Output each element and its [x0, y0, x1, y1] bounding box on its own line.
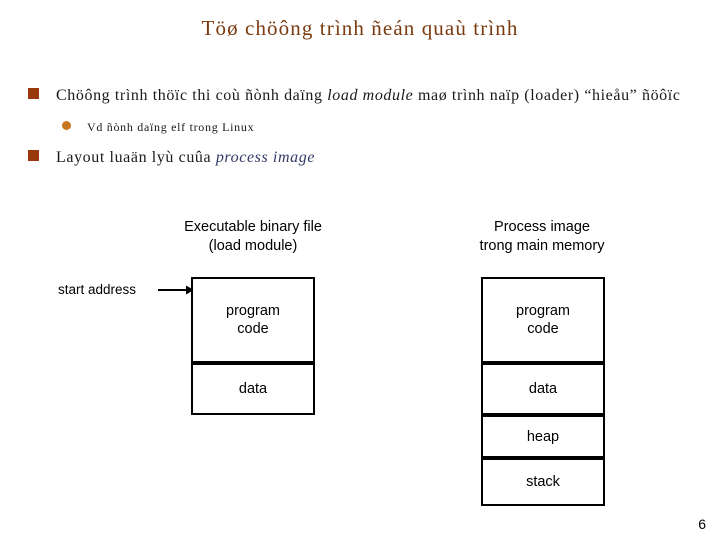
- left-column-heading: Executable binary file (load module): [152, 218, 354, 256]
- start-address-label: start address: [58, 282, 137, 297]
- square-bullet-icon: [28, 88, 39, 99]
- bullet-3-emphasis: process image: [215, 149, 316, 166]
- right-block-data: data: [481, 363, 605, 415]
- left-block-data: data: [191, 363, 315, 415]
- right-column-heading: Process image trong main memory: [441, 218, 643, 256]
- right-column-heading-line2: trong main memory: [479, 238, 605, 254]
- right-block-program-code: program code: [481, 277, 605, 363]
- bullet-item-3-text: Layout luaän lyù cuûa process image: [56, 149, 315, 167]
- page-number: 6: [698, 516, 706, 532]
- left-block-program-code: program code: [191, 277, 315, 363]
- bullet-item-2-text: Vd ñònh daïng elf trong Linux: [87, 120, 255, 134]
- left-column-heading-line2: (load module): [208, 238, 298, 254]
- bullet-3-text-before: Layout luaän lyù cuûa: [56, 149, 216, 166]
- round-bullet-icon: [62, 121, 71, 130]
- bullet-1-text-before: Chöông trình thöïc thi coù ñònh daïng: [56, 87, 328, 104]
- right-column-heading-line1: Process image: [494, 219, 590, 235]
- right-block-heap: heap: [481, 415, 605, 458]
- bullet-item-1: Chöông trình thöïc thi coù ñònh daïng lo…: [28, 87, 681, 105]
- bullet-1-text-after: maø trình naïp (loader) “hieåu” ñöôïc: [413, 87, 681, 104]
- right-block-stack: stack: [481, 458, 605, 506]
- start-address-arrow-icon: [158, 285, 194, 295]
- slide-title: Töø chöông trình ñeán quaù trình: [201, 16, 519, 40]
- bullet-item-3: Layout luaän lyù cuûa process image: [28, 149, 315, 167]
- left-column-heading-line1: Executable binary file: [184, 219, 322, 235]
- bullet-1-emphasis: load module: [327, 87, 414, 104]
- square-bullet-icon: [28, 150, 39, 161]
- bullet-item-2: Vd ñònh daïng elf trong Linux: [62, 120, 254, 135]
- bullet-item-1-text: Chöông trình thöïc thi coù ñònh daïng lo…: [56, 87, 681, 105]
